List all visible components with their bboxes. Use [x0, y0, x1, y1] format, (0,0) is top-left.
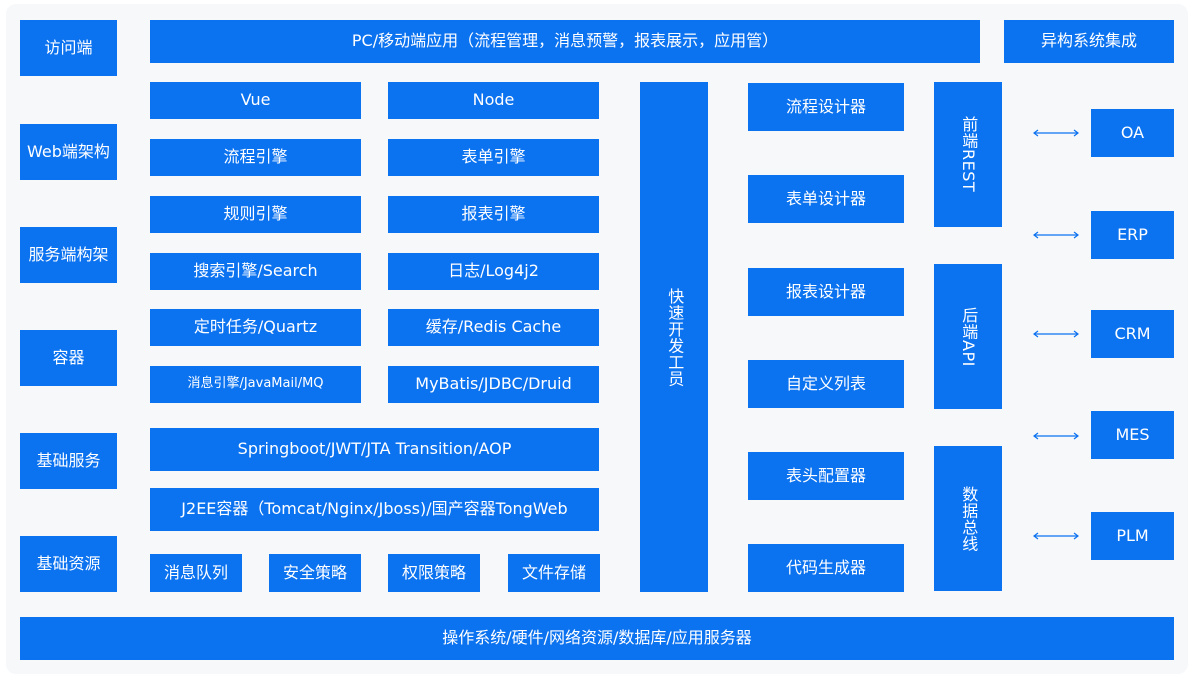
module-search: 搜索引擎/Search: [150, 253, 361, 290]
designer-flow: 流程设计器: [748, 83, 904, 131]
interface-frontend-rest: 前端REST: [934, 82, 1002, 227]
interface-backend-api: 后端API: [934, 264, 1002, 409]
bottom-infrastructure-bar: 操作系统/硬件/网络资源/数据库/应用服务器: [20, 617, 1174, 660]
designer-form: 表单设计器: [748, 175, 904, 223]
module-node: Node: [388, 82, 599, 119]
rapid-dev-tool: 快速开发工员: [640, 82, 708, 592]
oa-connector-icon: [1029, 128, 1083, 138]
plm-connector-icon: [1029, 531, 1083, 541]
layer-basic-resource: 基础资源: [20, 536, 117, 592]
layer-container: 容器: [20, 330, 117, 386]
module-mybatis: MyBatis/JDBC/Druid: [388, 366, 599, 403]
module-timer: 定时任务/Quartz: [150, 309, 361, 346]
system-mes: MES: [1091, 411, 1174, 459]
module-j2ee: J2EE容器（Tomcat/Nginx/Jboss)/国产容器TongWeb: [150, 488, 599, 531]
layer-web-architecture: Web端架构: [20, 124, 117, 180]
system-crm: CRM: [1091, 310, 1174, 358]
mes-connector-icon: [1029, 431, 1083, 441]
module-form-engine: 表单引擎: [388, 139, 599, 176]
module-flow-engine: 流程引擎: [150, 139, 361, 176]
layer-server-architecture: 服务端构架: [20, 227, 117, 283]
interface-data-bus: 数据总线: [934, 446, 1002, 591]
system-plm: PLM: [1091, 512, 1174, 560]
resource-permission-policy: 权限策略: [388, 554, 480, 592]
integration-title: 异构系统集成: [1004, 20, 1174, 63]
erp-connector-icon: [1029, 230, 1083, 240]
designer-header-config: 表头配置器: [748, 452, 904, 500]
module-cache: 缓存/Redis Cache: [388, 309, 599, 346]
top-app-bar: PC/移动端应用（流程管理，消息预警，报表展示，应用管）: [150, 20, 980, 63]
module-vue: Vue: [150, 82, 361, 119]
designer-report: 报表设计器: [748, 268, 904, 316]
module-springboot: Springboot/JWT/JTA Transition/AOP: [150, 428, 599, 471]
resource-message-queue: 消息队列: [150, 554, 242, 592]
designer-custom-list: 自定义列表: [748, 360, 904, 408]
resource-file-storage: 文件存储: [508, 554, 600, 592]
module-log: 日志/Log4j2: [388, 253, 599, 290]
layer-access: 访问端: [20, 20, 117, 76]
crm-connector-icon: [1029, 329, 1083, 339]
system-oa: OA: [1091, 109, 1174, 157]
module-report-engine: 报表引擎: [388, 196, 599, 233]
module-rule-engine: 规则引擎: [150, 196, 361, 233]
system-erp: ERP: [1091, 211, 1174, 259]
layer-basic-service: 基础服务: [20, 433, 117, 489]
designer-code-generator: 代码生成器: [748, 544, 904, 592]
module-message-engine: 消息引擎/JavaMail/MQ: [150, 366, 361, 403]
resource-security-policy: 安全策略: [269, 554, 361, 592]
